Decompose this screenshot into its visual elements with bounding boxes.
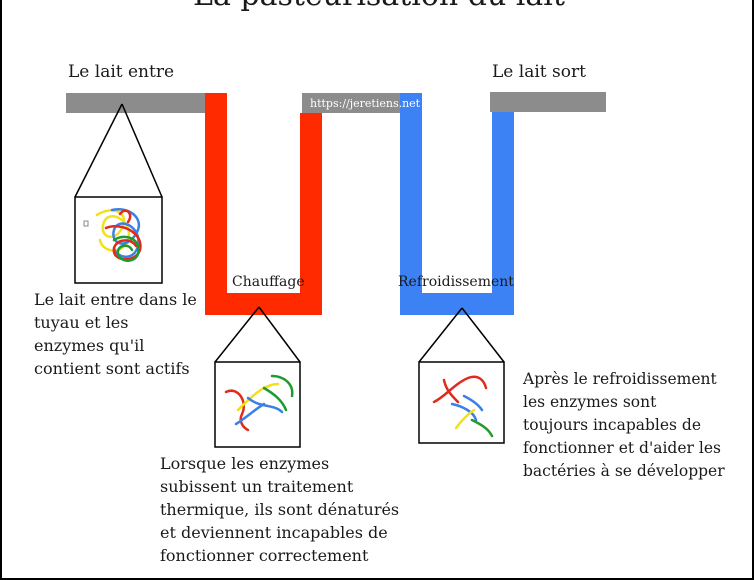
exit-pipe <box>490 92 606 112</box>
page-title: La pasteurisation du lait <box>2 0 754 13</box>
cooling-description-line: toujours incapables de <box>523 416 702 434</box>
heating-callout <box>214 306 301 448</box>
watermark: https://jeretiens.net <box>310 97 421 110</box>
entry-description-line: enzymes qu'il <box>34 336 145 355</box>
entry-description: Le lait entre dans le tuyau et les enzym… <box>34 288 197 380</box>
cooling-description-line: Après le refroidissement <box>523 370 717 388</box>
denatured-enzymes-icon <box>224 374 294 432</box>
heating-description-line: Lorsque les enzymes <box>160 454 330 473</box>
cooling-description-line: les enzymes sont <box>523 393 657 411</box>
cooling-description: Après le refroidissement les enzymes son… <box>523 368 725 483</box>
heating-description-line: thermique, ils sont dénaturés <box>160 500 400 519</box>
cooling-description-line: bactéries à se développer <box>523 462 725 480</box>
heating-description-line: et deviennent incapables de <box>160 523 388 542</box>
cooling-label: Refroidissement <box>398 274 514 290</box>
cooling-pipe <box>400 93 514 315</box>
entry-description-line: contient sont actifs <box>34 359 190 378</box>
entry-pipe <box>66 93 206 113</box>
entry-description-line: tuyau et les <box>34 313 129 332</box>
milk-in-label: Le lait entre <box>68 62 175 82</box>
entry-description-line: Le lait entre dans le <box>34 290 197 309</box>
heating-label: Chauffage <box>232 274 305 290</box>
active-enzymes-icon <box>83 207 142 262</box>
middle-pipe <box>302 93 412 113</box>
heating-description-line: fonctionner correctement <box>160 546 369 565</box>
milk-out-label: Le lait sort <box>492 62 586 82</box>
cooling-description-line: fonctionner et d'aider les <box>523 439 721 457</box>
heating-pipe <box>205 93 322 315</box>
heating-description-line: subissent un traitement <box>160 477 354 496</box>
heating-description: Lorsque les enzymes subissent un traitem… <box>160 452 399 567</box>
denatured-enzymes-icon-2 <box>432 375 494 438</box>
